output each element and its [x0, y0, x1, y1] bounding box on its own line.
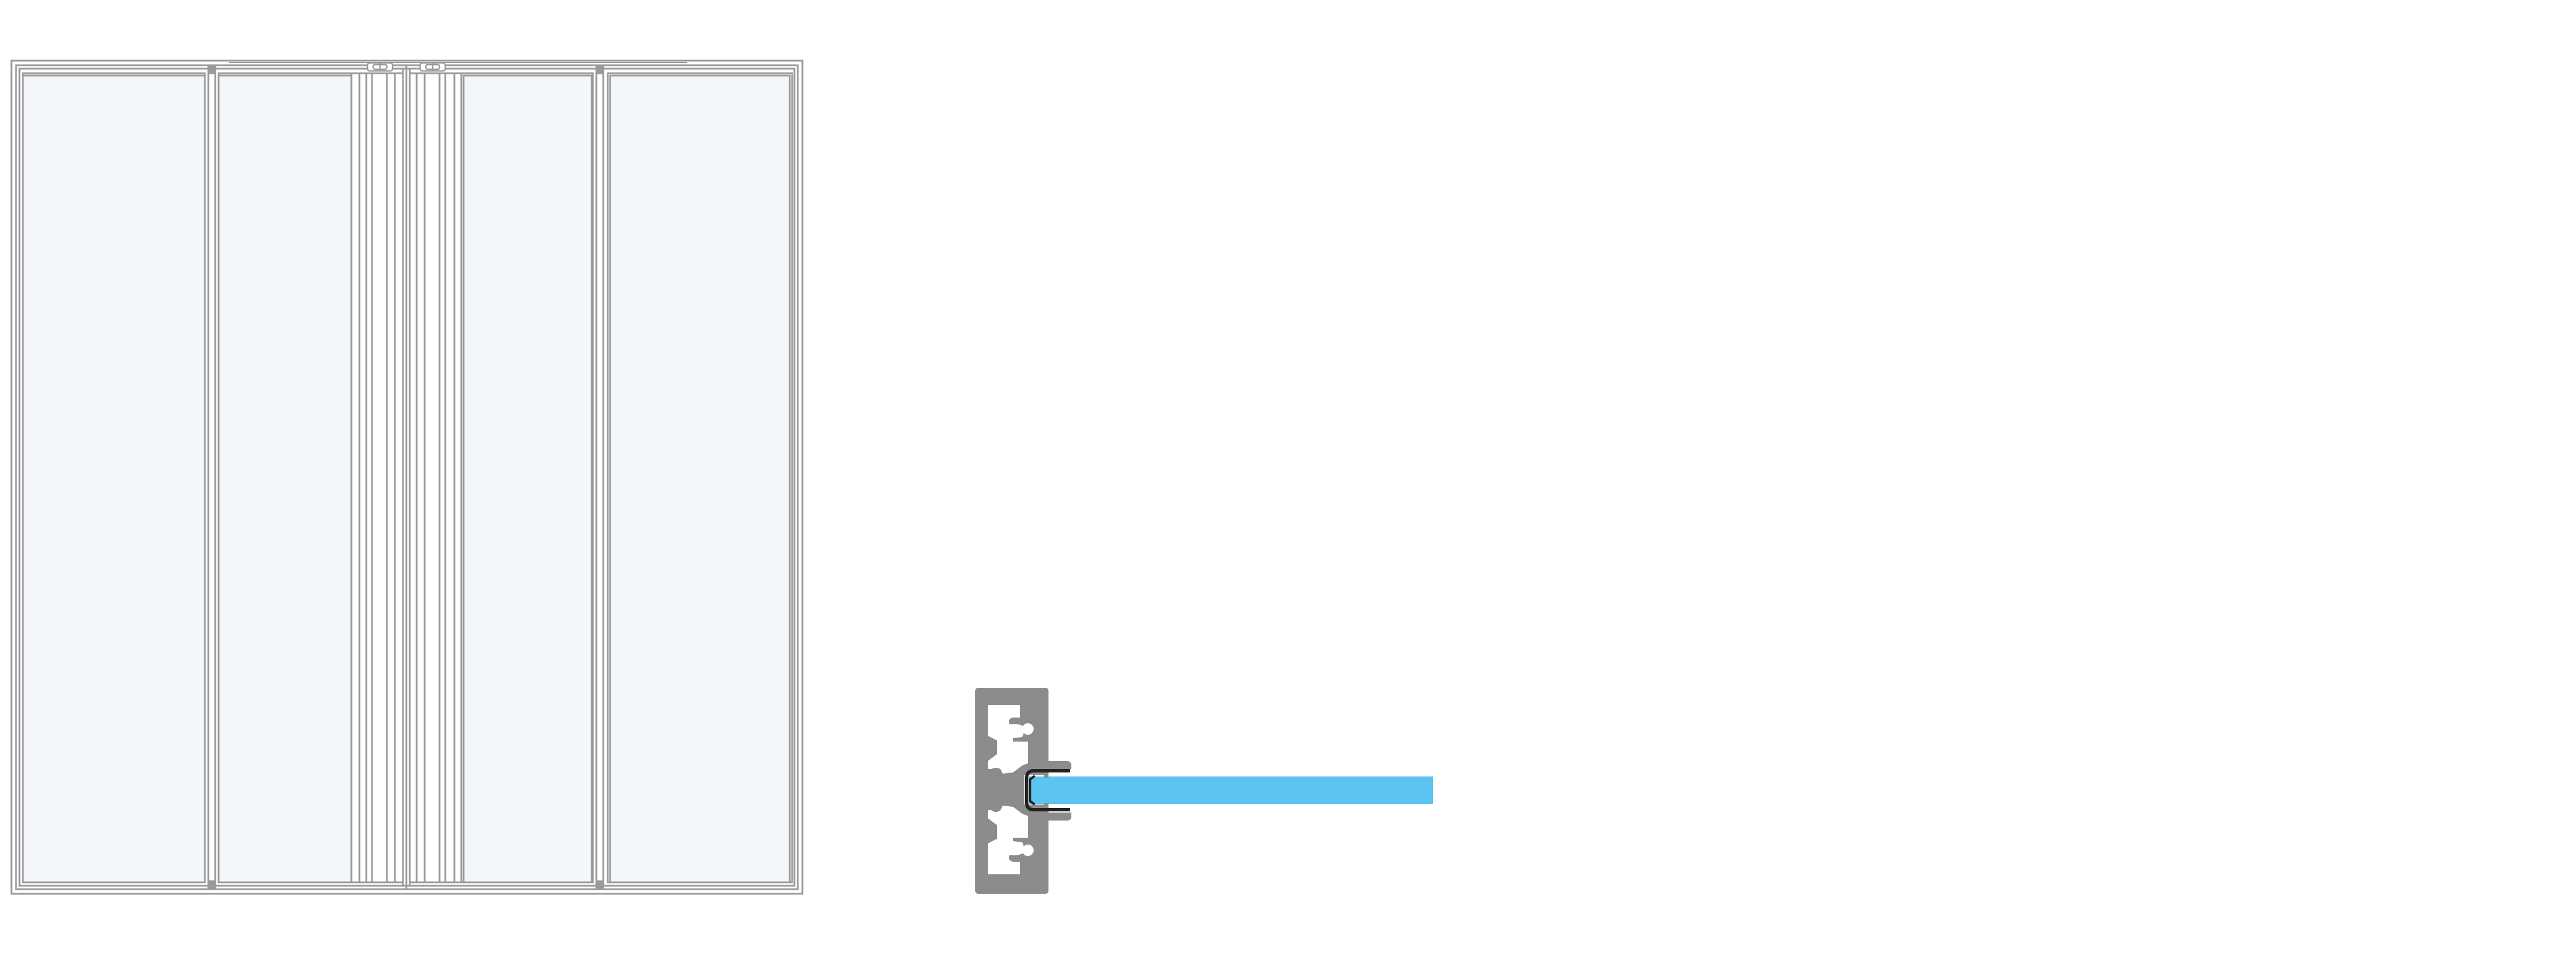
sash-fixed-right [602, 68, 796, 887]
panel-folding-left [214, 68, 404, 887]
glass-folding-right [462, 74, 593, 883]
bead-fixed-left [22, 72, 206, 883]
screw-port-top [1022, 723, 1034, 735]
glass-pane [1029, 776, 1433, 804]
bead-folding-right [409, 72, 594, 883]
panel-folding-right [409, 68, 597, 887]
glass-edge [1036, 778, 1071, 803]
hinge-left-icon [366, 62, 394, 72]
glass-fixed-left [22, 74, 206, 883]
glazing-gasket-inner [1029, 775, 1036, 806]
aluminium-profile [975, 688, 1071, 894]
glazing-gasket [1025, 769, 1070, 811]
glass-folding-left [217, 74, 353, 883]
panel-fixed-left [18, 68, 209, 887]
bead-fixed-right [607, 72, 793, 883]
hinge-right-icon [419, 62, 446, 72]
glass-fixed-right [609, 74, 791, 883]
panel-fixed-right [602, 68, 796, 887]
door-elevation-view [10, 60, 804, 895]
profile-cross-section [975, 688, 1433, 894]
screw-port-bottom [1022, 845, 1034, 856]
